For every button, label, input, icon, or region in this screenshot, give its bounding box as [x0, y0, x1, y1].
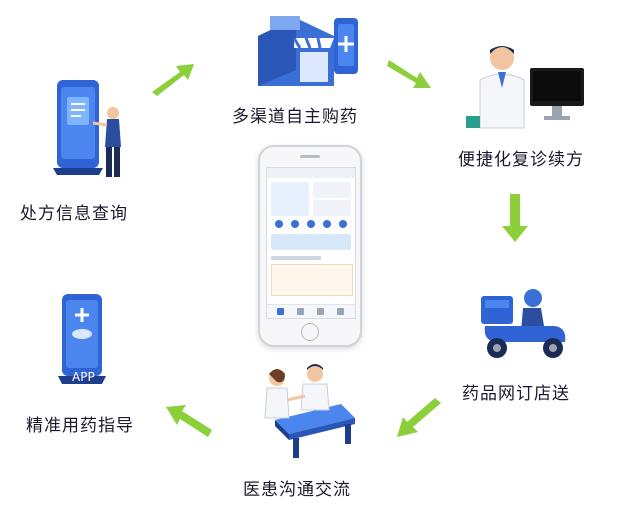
hand-touch-phone-icon — [53, 80, 121, 177]
central-phone-mockup — [258, 145, 362, 347]
screen-banner — [271, 234, 351, 250]
prescription-query-label: 处方信息查询 — [20, 204, 128, 224]
arrow-delivery-to-communication — [397, 398, 441, 437]
arrow-communication-to-guidance — [166, 405, 212, 437]
screen-card-left — [271, 182, 309, 216]
arrow-pharmacy-to-followup — [387, 60, 431, 88]
phone-speaker — [300, 155, 320, 158]
arrow-prescription-to-pharmacy — [152, 64, 194, 96]
guidance-label: 精准用药指导 — [26, 416, 134, 436]
delivery-illustration — [475, 282, 575, 367]
multichannel-pharmacy-label: 多渠道自主购药 — [232, 107, 358, 127]
delivery-label: 药品网订店送 — [462, 384, 570, 404]
multichannel-pharmacy-illustration — [248, 8, 363, 96]
screen-tab-bar — [267, 304, 355, 318]
arrow-followup-to-delivery — [502, 194, 528, 242]
communication-label: 医患沟通交流 — [243, 480, 351, 500]
doctor-monitor-icon — [466, 46, 584, 129]
screen-text-row — [271, 256, 321, 260]
screen-order-card — [271, 264, 353, 296]
screen-status-bar — [267, 168, 355, 178]
doctor-patient-desk-icon — [264, 364, 355, 458]
delivery-scooter-icon — [481, 289, 566, 358]
screen-card-right-bottom — [313, 200, 351, 216]
followup-label: 便捷化复诊续方 — [458, 150, 584, 170]
communication-illustration — [255, 362, 365, 462]
phone-screen — [266, 167, 356, 319]
guidance-illustration — [52, 290, 112, 390]
app-phone-icon — [58, 294, 106, 384]
screen-icon-row — [271, 220, 351, 230]
pharmacy-store-icon — [258, 16, 358, 86]
guidance-app-text: APP — [72, 370, 95, 384]
followup-illustration — [462, 40, 587, 130]
screen-card-right-top — [313, 182, 351, 198]
phone-home-button — [301, 323, 319, 341]
prescription-query-illustration — [45, 75, 135, 185]
